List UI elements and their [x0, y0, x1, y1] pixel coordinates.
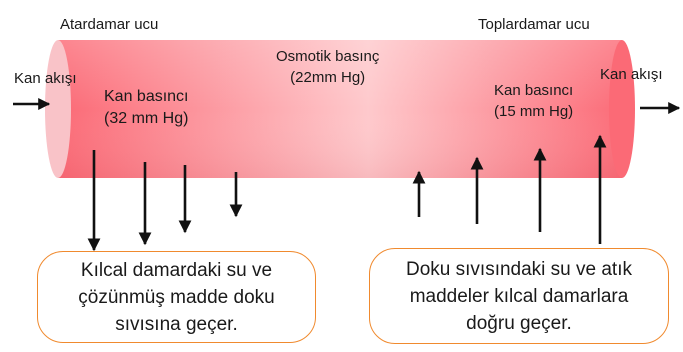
- reabsorption-arrows: [412, 134, 607, 244]
- filtration-arrows: [87, 150, 243, 252]
- blood-flow-out-label: Kan akışı: [600, 66, 663, 83]
- reabsorption-note: Doku sıvısındaki su ve atık maddeler kıl…: [369, 248, 669, 344]
- arterial-pressure-value: (32 mm Hg): [104, 110, 189, 127]
- capillary-vessel: [45, 40, 635, 178]
- reabsorption-note-line-3: doğru geçer.: [466, 312, 572, 334]
- osmotic-pressure-title: Osmotik basınç: [276, 48, 380, 65]
- osmotic-pressure-value: (22mm Hg): [290, 69, 366, 86]
- filtration-note-line-2: çözünmüş madde doku: [78, 286, 275, 308]
- filtration-note-line-3: sıvısına geçer.: [115, 313, 238, 335]
- blood-flow-in-label: Kan akışı: [14, 70, 77, 87]
- venous-pressure-value: (15 mm Hg): [494, 103, 574, 120]
- venous-pressure-label: Kan basıncı (15 mm Hg): [494, 80, 573, 122]
- vessel-venous-opening: [609, 40, 635, 178]
- venous-end-label: Toplardamar ucu: [478, 16, 590, 33]
- vessel-arterial-opening: [45, 40, 71, 178]
- osmotic-pressure-label: Osmotik basınç (22mm Hg): [276, 46, 379, 88]
- arterial-pressure-title: Kan basıncı: [104, 88, 189, 105]
- arterial-end-label: Atardamar ucu: [60, 16, 159, 33]
- filtration-note-line-1: Kılcal damardaki su ve: [80, 259, 273, 281]
- reabsorption-note-line-2: maddeler kılcal damarlara: [409, 285, 629, 307]
- reabsorption-note-line-1: Doku sıvısındaki su ve atık: [406, 258, 632, 280]
- filtration-note: Kılcal damardaki su ve çözünmüş madde do…: [37, 251, 316, 343]
- arterial-pressure-label: Kan basıncı (32 mm Hg): [104, 86, 189, 130]
- venous-pressure-title: Kan basıncı: [494, 82, 574, 99]
